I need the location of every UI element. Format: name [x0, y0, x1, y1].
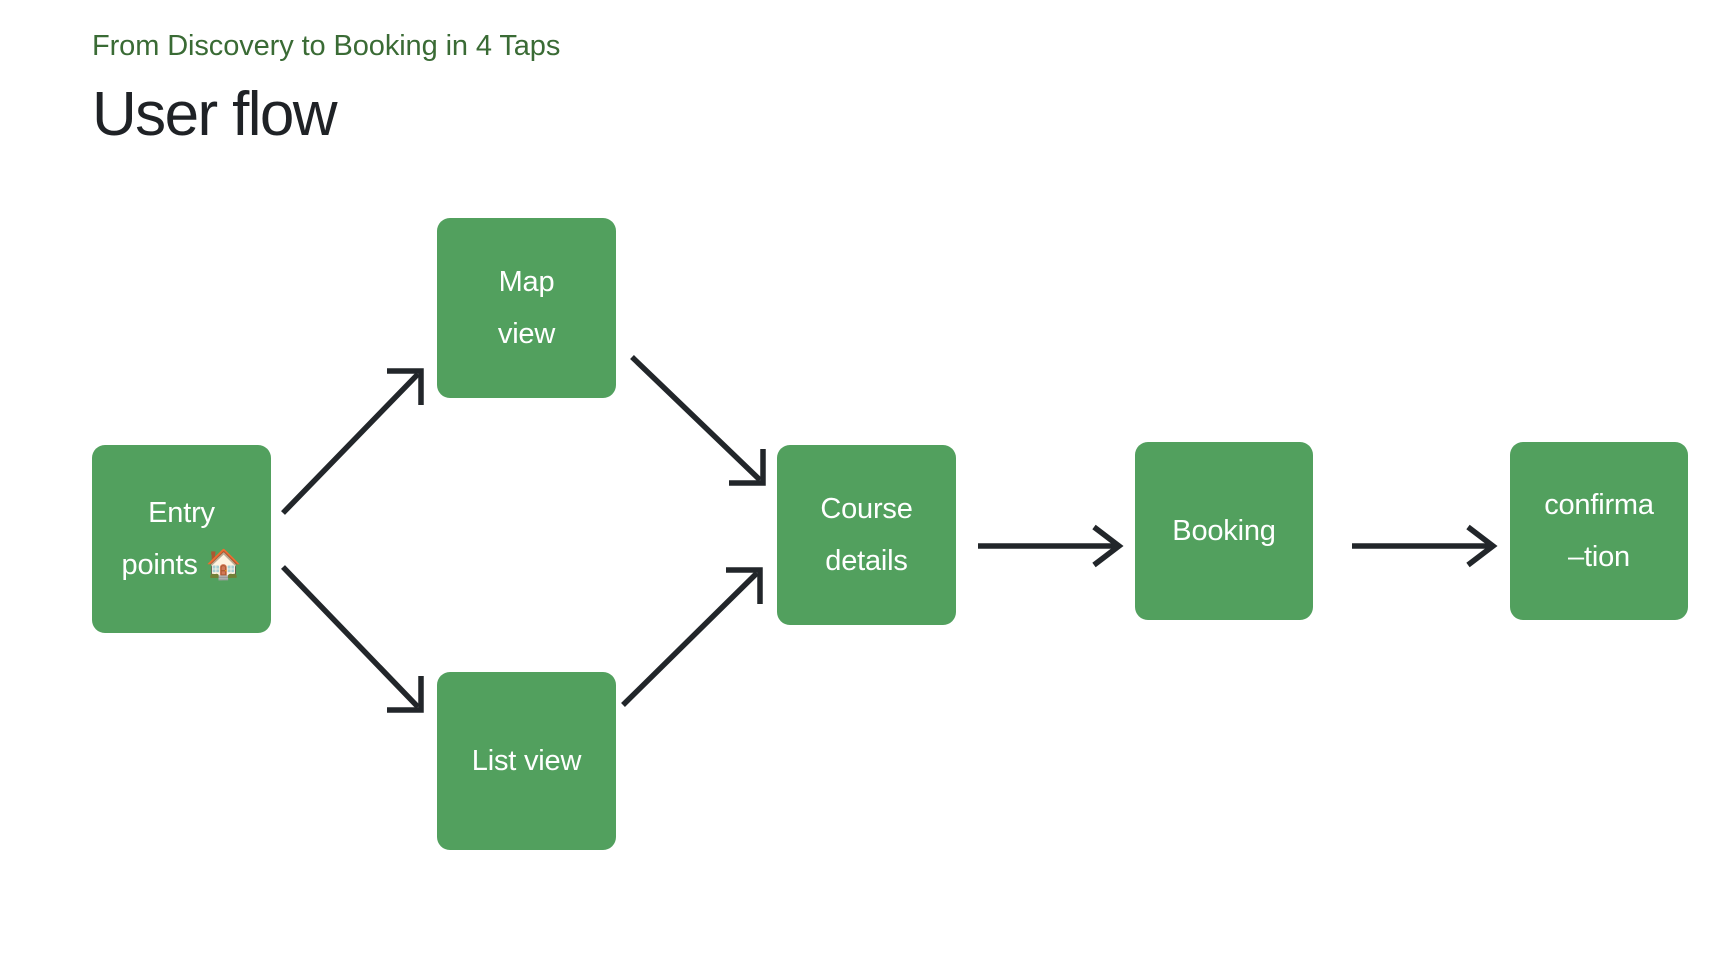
edge-entry-to-map	[281, 368, 424, 515]
flow-node-course-details[interactable]: Course details	[777, 445, 956, 625]
edge-course-to-booking	[978, 524, 1124, 568]
edge-booking-to-confirmation	[1352, 524, 1498, 568]
flow-node-list-view[interactable]: List view	[437, 672, 616, 850]
flow-node-label: Booking	[1172, 515, 1276, 547]
flow-node-label: confirma –tion	[1544, 489, 1654, 573]
page-title: User flow	[92, 80, 338, 149]
flow-node-label: Map view	[497, 266, 556, 350]
flow-node-confirmation[interactable]: confirma –tion	[1510, 442, 1688, 620]
flow-node-entry-points[interactable]: Entry points 🏠	[92, 445, 271, 633]
flow-node-label: List view	[471, 745, 582, 777]
edge-list-to-course	[621, 567, 763, 707]
flow-node-label: Course details	[820, 493, 913, 577]
edge-map-to-course	[630, 355, 766, 486]
edge-entry-to-list	[281, 565, 424, 713]
flow-node-map-view[interactable]: Map view	[437, 218, 616, 398]
flow-node-label: Entry points 🏠	[121, 497, 242, 581]
slide-header: From Discovery to Booking in 4 Taps User…	[92, 28, 1292, 150]
flow-node-booking[interactable]: Booking	[1135, 442, 1313, 620]
slide-subtitle: From Discovery to Booking in 4 Taps	[92, 30, 561, 62]
